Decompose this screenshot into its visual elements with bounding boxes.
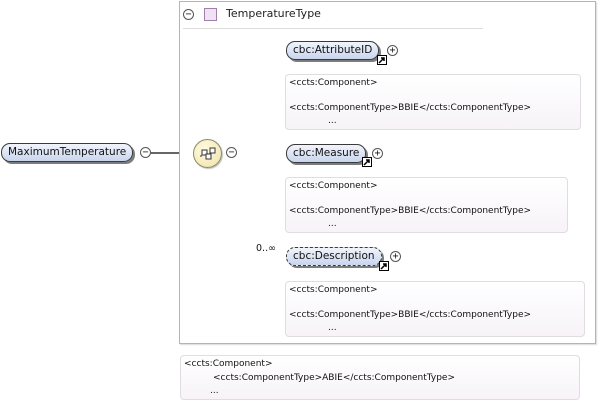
sequence-compositor-icon[interactable] bbox=[193, 139, 222, 168]
annotation-line: <ccts:Component> bbox=[289, 285, 378, 295]
type-title: TemperatureType bbox=[226, 7, 321, 20]
type-collapse-toggle[interactable]: − bbox=[183, 9, 194, 20]
reference-arrow-icon bbox=[362, 157, 372, 167]
child-element-label: cbc:AttributeID bbox=[293, 44, 373, 56]
child-expand-toggle[interactable]: + bbox=[390, 251, 401, 262]
type-header-divider bbox=[183, 28, 483, 29]
reference-arrow-icon bbox=[379, 261, 389, 271]
cardinality-label: 0..∞ bbox=[256, 243, 276, 254]
annotation-line: ... bbox=[210, 386, 219, 396]
annotation-line: <ccts:ComponentType>BBIE</ccts:Component… bbox=[289, 310, 532, 320]
root-element[interactable]: MaximumTemperature bbox=[1, 143, 134, 162]
root-annotation: <ccts:Component> <ccts:ComponentType>ABI… bbox=[180, 355, 580, 400]
child-expand-toggle[interactable]: + bbox=[387, 45, 398, 56]
annotation-description: <ccts:Component> <ccts:ComponentType>BBI… bbox=[285, 281, 585, 337]
annotation-line: <ccts:ComponentType>BBIE</ccts:Component… bbox=[289, 206, 532, 216]
sequence-glyph-icon bbox=[200, 147, 216, 160]
annotation-line: <ccts:Component> bbox=[289, 181, 378, 191]
annotation-line: <ccts:ComponentType>ABIE</ccts:Component… bbox=[213, 373, 456, 383]
child-element-label: cbc:Description bbox=[293, 250, 375, 262]
annotation-measure: <ccts:Component> <ccts:ComponentType>BBI… bbox=[285, 177, 568, 233]
annotation-line: ... bbox=[328, 323, 337, 333]
child-element-measure[interactable]: cbc:Measure bbox=[286, 144, 367, 163]
annotation-line: ... bbox=[328, 219, 337, 229]
child-element-label: cbc:Measure bbox=[293, 147, 360, 159]
annotation-line: <ccts:ComponentType>BBIE</ccts:Component… bbox=[289, 103, 532, 113]
annotation-line: <ccts:Component> bbox=[184, 359, 273, 369]
complex-type-icon bbox=[204, 8, 217, 21]
child-expand-toggle[interactable]: + bbox=[372, 148, 383, 159]
reference-arrow-icon bbox=[377, 55, 387, 65]
annotation-line: ... bbox=[328, 116, 337, 126]
child-element-description[interactable]: cbc:Description bbox=[286, 247, 382, 266]
annotation-attributeid: <ccts:Component> <ccts:ComponentType>BBI… bbox=[285, 74, 581, 130]
child-element-attributeid[interactable]: cbc:AttributeID bbox=[286, 41, 380, 60]
root-element-label: MaximumTemperature bbox=[8, 146, 127, 158]
sequence-collapse-toggle[interactable]: − bbox=[226, 147, 237, 158]
annotation-line: <ccts:Component> bbox=[289, 78, 378, 88]
root-collapse-toggle[interactable]: − bbox=[140, 147, 151, 158]
